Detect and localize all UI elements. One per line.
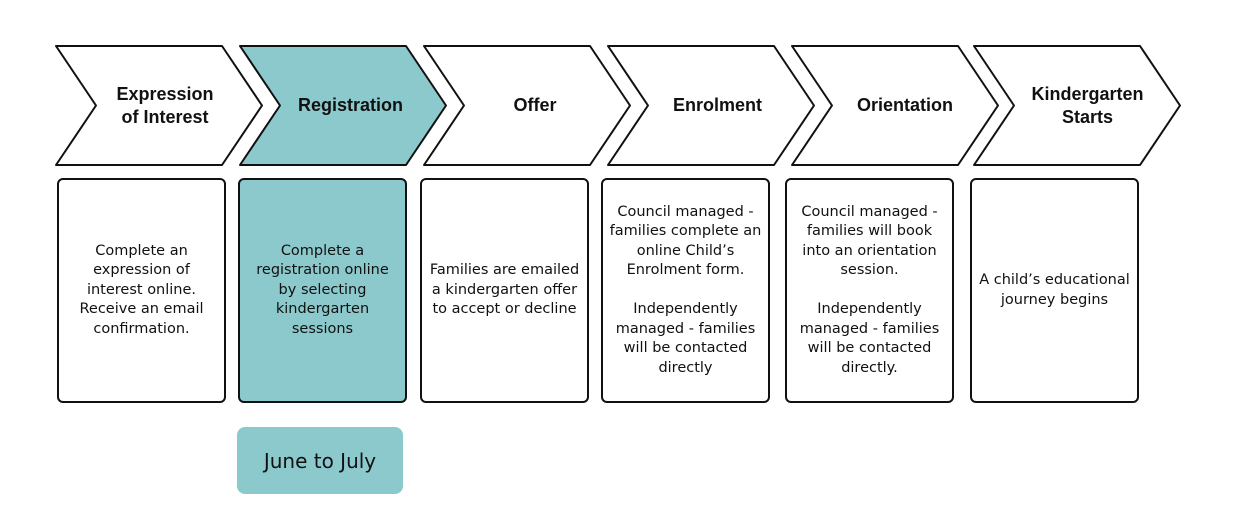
step-chevron-4 — [607, 45, 815, 166]
step-description-text: Council managed - families complete an o… — [609, 203, 762, 279]
step-description-text: Council managed - families will book int… — [801, 203, 938, 279]
timing-badge: June to July — [237, 427, 403, 494]
step-chevron-6 — [973, 45, 1181, 166]
step-title-6: Kindergarten Starts — [1031, 83, 1144, 127]
step-description-text: Families are emailed a kindergarten offe… — [429, 262, 580, 318]
step-title-1: Expression of Interest — [116, 83, 214, 127]
step-description-box-4: Council managed - families complete an o… — [601, 178, 770, 403]
step-chevron-5 — [791, 45, 999, 166]
step-description: Council managed - families will book int… — [793, 203, 946, 379]
step-description-text: Complete an expression of interest onlin… — [79, 242, 204, 337]
step-description: Complete an expression of interest onlin… — [65, 242, 218, 340]
step-title-3: Offer — [513, 95, 557, 115]
step-description-box-5: Council managed - families will book int… — [785, 178, 954, 403]
step-description-box-1: Complete an expression of interest onlin… — [57, 178, 226, 403]
step-description: Complete a registration online by select… — [246, 242, 399, 340]
step-description-box-2: Complete a registration online by select… — [238, 178, 407, 403]
step-title-2: Registration — [297, 95, 403, 115]
step-chevron-2 — [239, 45, 447, 166]
step-description-text: Independently managed - families will be… — [615, 301, 756, 376]
step-title-4: Enrolment — [672, 95, 762, 115]
step-title-5: Orientation — [856, 95, 953, 115]
step-description-text: Complete a registration online by select… — [256, 242, 389, 337]
step-chevron-1 — [55, 45, 263, 166]
step-description-box-3: Families are emailed a kindergarten offe… — [420, 178, 589, 403]
step-description: A child’s educational journey begins — [978, 271, 1131, 310]
timing-label: June to July — [263, 448, 377, 473]
step-description-text: A child’s educational journey begins — [979, 272, 1130, 308]
paragraph-gap — [609, 281, 762, 301]
step-description-text: Independently managed - families will be… — [799, 301, 940, 376]
paragraph-gap — [793, 281, 946, 301]
step-description-box-6: A child’s educational journey begins — [970, 178, 1139, 403]
step-description: Families are emailed a kindergarten offe… — [428, 261, 581, 320]
step-description: Council managed - families complete an o… — [609, 203, 762, 379]
step-chevron-3 — [423, 45, 631, 166]
